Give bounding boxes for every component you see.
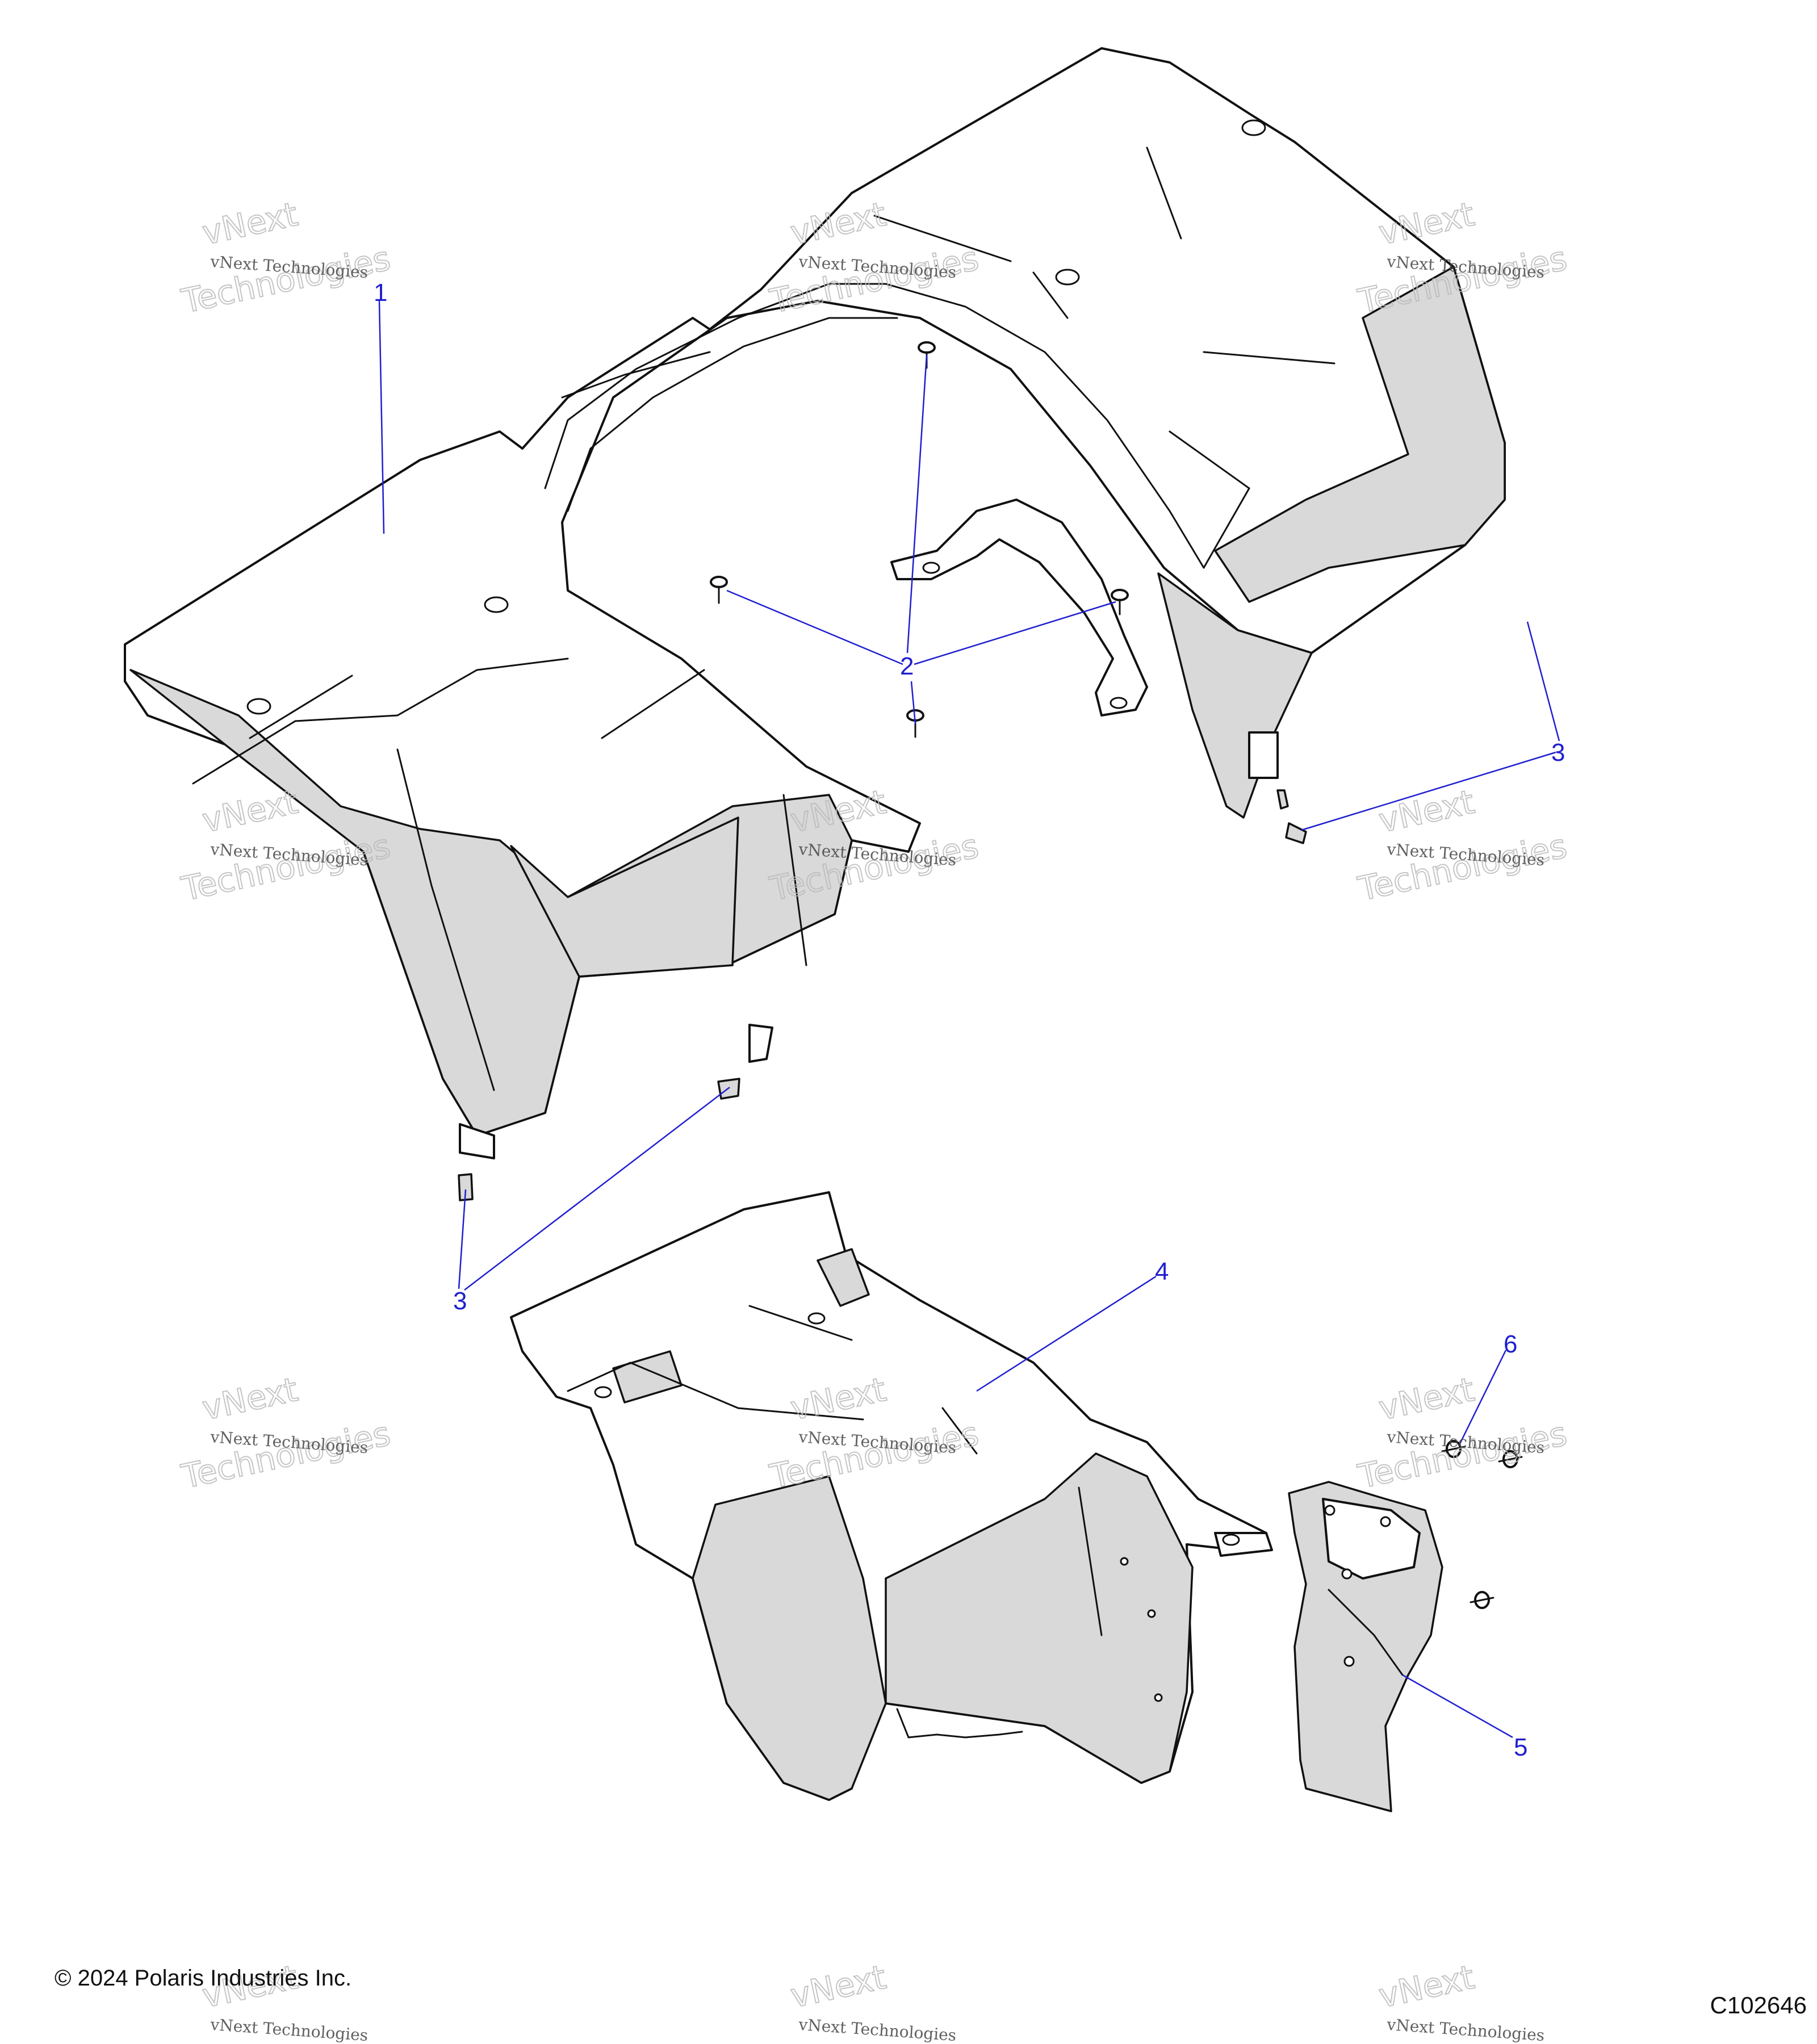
svg-text:vNext: vNext bbox=[1375, 782, 1477, 840]
watermark-grid: vNext Technologies vNext Technologies vN… bbox=[178, 194, 1571, 2044]
watermark: vNext Technologies vNext Technologies bbox=[178, 194, 395, 321]
watermark: vNext vNext Technologies bbox=[1375, 1957, 1546, 2044]
svg-text:vNext: vNext bbox=[199, 782, 301, 840]
part-6-screws bbox=[1441, 1440, 1523, 1609]
part-4-lower-panel bbox=[510, 1191, 1273, 1801]
callout-5: 5 bbox=[1514, 1733, 1527, 1761]
callout-3-right: 3 bbox=[1551, 739, 1565, 767]
svg-text:vNext Technologies: vNext Technologies bbox=[798, 2015, 957, 2044]
svg-text:vNext: vNext bbox=[1375, 1958, 1477, 2016]
svg-text:vNext: vNext bbox=[787, 1958, 889, 2016]
callout-4: 4 bbox=[1155, 1258, 1169, 1285]
watermark: vNext Technologies vNext Technologies bbox=[1354, 782, 1571, 909]
watermark: vNext Technologies vNext Technologies bbox=[178, 1369, 395, 1497]
svg-text:vNext: vNext bbox=[199, 1370, 301, 1428]
fastener-icon bbox=[710, 576, 728, 604]
fastener-icon bbox=[1111, 589, 1129, 615]
leader-lines bbox=[378, 300, 1560, 1739]
svg-text:vNext Technologies: vNext Technologies bbox=[1386, 2015, 1546, 2044]
part-1-front-panel bbox=[124, 47, 1506, 1159]
svg-text:vNext: vNext bbox=[1375, 1370, 1477, 1428]
copyright-notice: © 2024 Polaris Industries Inc. bbox=[55, 1966, 352, 1991]
svg-text:vNext: vNext bbox=[199, 195, 301, 253]
watermark: vNext Technologies vNext Technologies bbox=[766, 782, 983, 909]
figure-id: C102646 bbox=[1710, 1992, 1807, 2018]
callout-labels: 1 2 3 3 4 5 6 bbox=[374, 279, 1565, 1761]
watermark: vNext vNext Technologies bbox=[786, 1957, 957, 2044]
clip-icon bbox=[458, 1173, 474, 1201]
callout-2: 2 bbox=[900, 652, 914, 680]
watermark: vNext Technologies vNext Technologies bbox=[1354, 1369, 1571, 1497]
screw-icon bbox=[1441, 1440, 1466, 1458]
screw-icon bbox=[1469, 1591, 1494, 1609]
callout-3-left: 3 bbox=[453, 1287, 467, 1315]
clip-icon bbox=[1285, 822, 1307, 844]
part-5-side-shield bbox=[1288, 1481, 1443, 1812]
callout-1: 1 bbox=[374, 279, 387, 307]
callout-6: 6 bbox=[1504, 1330, 1517, 1358]
svg-text:vNext Technologies: vNext Technologies bbox=[210, 2015, 369, 2044]
svg-text:vNext: vNext bbox=[1375, 195, 1477, 253]
clip-icon bbox=[1276, 789, 1289, 810]
screw-icon bbox=[1498, 1450, 1523, 1468]
